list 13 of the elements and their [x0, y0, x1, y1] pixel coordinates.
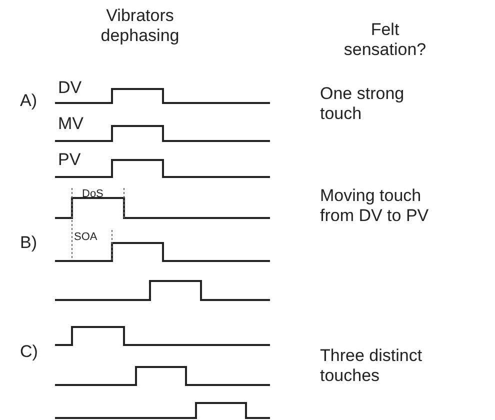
column-heading: Vibrators dephasing: [100, 6, 180, 47]
row-label: C): [20, 342, 38, 362]
signal-label: DV: [58, 78, 82, 98]
row-label: B): [20, 233, 37, 254]
column-heading: Felt sensation?: [342, 20, 428, 61]
row-label: A): [20, 91, 37, 112]
interval-label: SOA: [74, 231, 98, 244]
signal-label: MV: [58, 114, 84, 134]
signal-label: PV: [58, 150, 81, 170]
sensation-text: Moving touch from DV to PV: [320, 186, 430, 227]
interval-label: DoS: [82, 188, 104, 202]
sensation-text: One strong touch: [320, 84, 406, 125]
sensation-text: Three distinct touches: [320, 346, 424, 387]
